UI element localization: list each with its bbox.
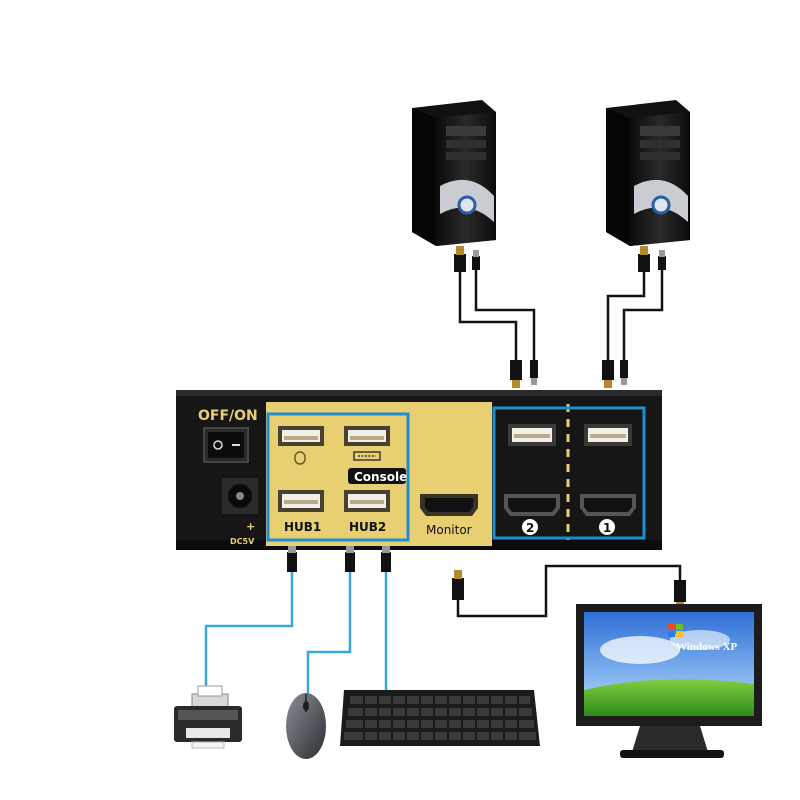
hub1-label: HUB1: [284, 520, 321, 534]
dc-power-jack[interactable]: [222, 478, 258, 514]
pc2-hdmi-plug-top: [454, 246, 480, 272]
dc-voltage-label: DC5V: [230, 537, 255, 546]
mouse-symbol-icon: [294, 451, 306, 465]
mouse-cable: [306, 572, 352, 700]
keyboard-symbol-icon: [353, 451, 381, 461]
hub2-label: HUB2: [349, 520, 386, 534]
usb-port-hub1[interactable]: [278, 490, 324, 512]
keyboard-icon: [340, 690, 540, 746]
printer-icon: [174, 685, 242, 749]
hdmi-port-pc2[interactable]: [504, 494, 560, 516]
svg-text:1: 1: [603, 521, 611, 535]
console-usb-plugs: [287, 546, 391, 572]
monitor-port-label: Monitor: [426, 523, 472, 537]
pc2-plugs-bottom: [510, 360, 538, 388]
usb-port-hub2[interactable]: [344, 490, 390, 512]
mouse-icon: [286, 693, 326, 759]
pc2-cable-bundle: [458, 268, 536, 362]
usb-port-pc2[interactable]: [508, 424, 556, 446]
hdmi-port-pc1[interactable]: [580, 494, 636, 516]
port-1-badge: 1: [599, 519, 615, 535]
printer-cable: [204, 572, 294, 700]
pc1-hdmi-plug-top: [638, 246, 666, 272]
usb-port-pc1[interactable]: [584, 424, 632, 446]
svg-text:Console: Console: [354, 470, 407, 484]
hdmi-monitor-port[interactable]: [420, 494, 478, 516]
pc1-plugs-bottom: [602, 360, 628, 388]
port-2-badge: 2: [522, 519, 538, 535]
screen-os-text: Windows XP: [676, 641, 738, 653]
monitor-icon: Windows XP acer: [576, 604, 762, 758]
console-badge: Console: [348, 468, 407, 484]
windows-flag-icon: [668, 624, 683, 637]
svg-text:2: 2: [526, 521, 534, 535]
usb-port-keyboard[interactable]: [344, 426, 390, 446]
monitor-hdmi-cable: [452, 564, 686, 618]
computer-tower-1: [606, 100, 690, 246]
usb-port-mouse[interactable]: [278, 426, 324, 446]
pc1-cable-bundle: [606, 268, 664, 362]
power-switch[interactable]: [203, 427, 249, 463]
console-highlight-box: [266, 412, 410, 542]
power-label: OFF/ON: [198, 408, 258, 424]
computer-tower-2: [412, 100, 496, 246]
peripheral-cables: [204, 572, 388, 700]
dc-polarity-symbol: +: [246, 520, 255, 533]
pc-ports-highlight-box: [492, 406, 646, 540]
